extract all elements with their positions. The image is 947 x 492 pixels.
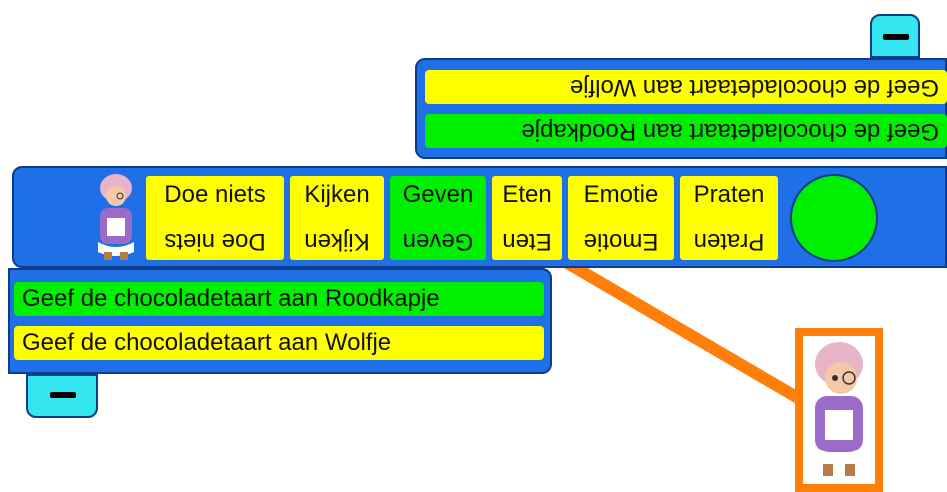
top-option-roodkapje[interactable]: Geef de chocoladetaart aan Roodkapje xyxy=(425,114,947,148)
menu-label: Eten xyxy=(502,181,552,208)
menu-label: Praten xyxy=(693,181,765,208)
menu-label-flipped: Geven xyxy=(402,228,474,255)
bottom-options-panel: Geef de chocoladetaart aan Roodkapje Gee… xyxy=(8,268,552,374)
menu-label-flipped: Eten xyxy=(502,228,552,255)
action-menu-bar: Doe niets Doe niets Kijken Kijken Geven … xyxy=(12,166,947,268)
menu-doe-niets[interactable]: Doe niets Doe niets xyxy=(146,176,284,260)
menu-eten[interactable]: Eten Eten xyxy=(492,176,562,260)
bottom-collapse-tab[interactable] xyxy=(26,374,98,418)
menu-label: Kijken xyxy=(304,181,370,208)
minus-icon xyxy=(883,34,909,40)
confirm-circle-button[interactable] xyxy=(790,174,878,262)
grandmother-icon xyxy=(811,342,867,476)
menu-label: Geven xyxy=(402,181,474,208)
menu-label: Doe niets xyxy=(164,181,266,208)
bottom-option-wolfje[interactable]: Geef de chocoladetaart aan Wolfje xyxy=(14,326,544,360)
menu-geven[interactable]: Geven Geven xyxy=(390,176,486,260)
top-option-wolfje[interactable]: Geef de chocoladetaart aan Wolfje xyxy=(425,70,947,104)
menu-label-flipped: Doe niets xyxy=(164,228,266,255)
menu-praten[interactable]: Praten Praten xyxy=(680,176,778,260)
grandmother-avatar xyxy=(98,174,134,260)
menu-label-flipped: Emotie xyxy=(583,228,659,255)
bottom-option-roodkapje[interactable]: Geef de chocoladetaart aan Roodkapje xyxy=(14,282,544,316)
top-collapse-tab[interactable] xyxy=(870,14,920,58)
menu-label-flipped: Kijken xyxy=(304,228,370,255)
menu-emotie[interactable]: Emotie Emotie xyxy=(568,176,674,260)
menu-kijken[interactable]: Kijken Kijken xyxy=(290,176,384,260)
minus-icon xyxy=(50,392,76,398)
menu-label-flipped: Praten xyxy=(693,228,765,255)
menu-label: Emotie xyxy=(583,181,659,208)
selected-character-frame[interactable] xyxy=(795,328,883,492)
top-options-panel: Geef de chocoladetaart aan Wolfje Geef d… xyxy=(415,58,947,159)
